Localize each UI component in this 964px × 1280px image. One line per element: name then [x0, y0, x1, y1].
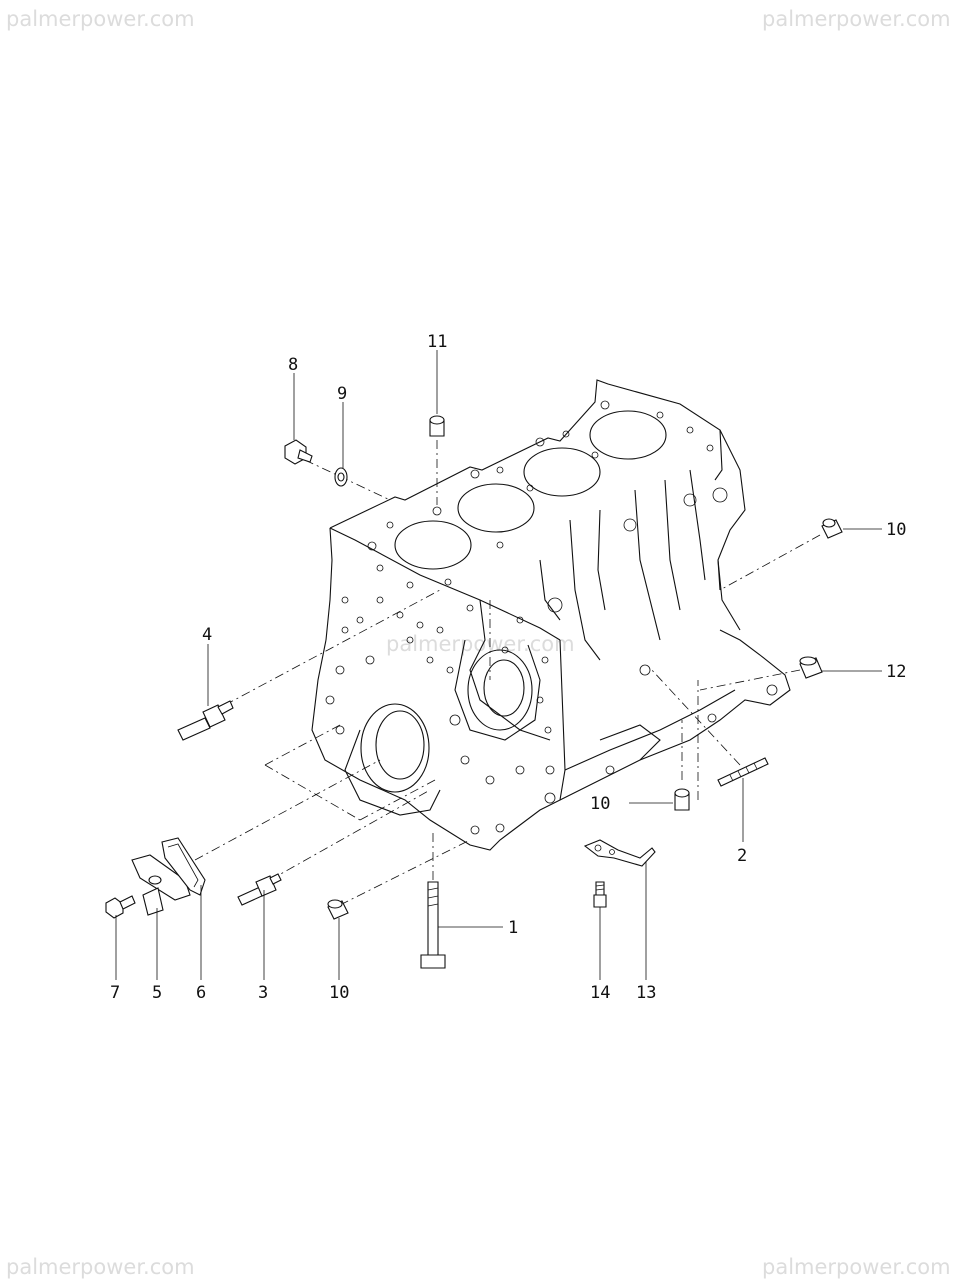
callout-4: 4 — [202, 625, 212, 645]
callout-3: 3 — [258, 983, 268, 1003]
part-10-dowel-bottom — [327, 899, 349, 920]
callout-11: 11 — [427, 332, 447, 352]
watermark-top-right: palmerpower.com — [762, 7, 951, 31]
callout-2: 2 — [737, 846, 747, 866]
part-14-bolt — [593, 881, 607, 908]
part-13-bracket — [583, 839, 656, 867]
watermark-top-left: palmerpower.com — [6, 7, 195, 31]
part-7-bolt — [105, 895, 136, 919]
watermark-center: palmerpower.com — [386, 632, 575, 656]
part-6-gasket — [161, 837, 206, 896]
watermark-bottom-right: palmerpower.com — [762, 1255, 951, 1279]
callout-9: 9 — [337, 384, 347, 404]
callout-5: 5 — [152, 983, 162, 1003]
part-2-stud — [717, 757, 769, 787]
part-9-washer — [334, 467, 348, 487]
callout-7: 7 — [110, 983, 120, 1003]
assembly-lines — [194, 440, 821, 906]
part-10-dowel-top-right — [821, 518, 843, 539]
callout-12: 12 — [886, 662, 906, 682]
callout-6: 6 — [196, 983, 206, 1003]
part-5-cover — [131, 854, 191, 916]
part-4-stud — [177, 700, 234, 741]
callout-10-bottom: 10 — [329, 983, 349, 1003]
part-11-dowel — [429, 415, 445, 437]
part-8-bolt — [284, 439, 313, 465]
part-12-plug — [799, 656, 823, 679]
callout-8: 8 — [288, 355, 298, 375]
callout-10-top-right: 10 — [886, 520, 906, 540]
cylinder-block — [311, 379, 791, 851]
callout-13: 13 — [636, 983, 656, 1003]
part-10-dowel-middle — [674, 788, 690, 811]
part-3-stud — [237, 873, 282, 906]
callout-14: 14 — [590, 983, 610, 1003]
callout-10-middle: 10 — [590, 794, 610, 814]
part-1-bolt — [420, 881, 446, 969]
callout-1: 1 — [508, 918, 518, 938]
callout-leaders — [115, 350, 882, 980]
watermark-bottom-left: palmerpower.com — [6, 1255, 195, 1279]
